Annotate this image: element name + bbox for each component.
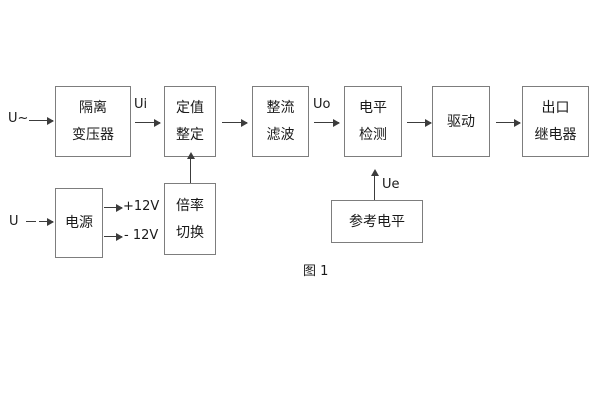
arrow-isolation-transformer-to-setting-value [135,118,161,127]
arrow-rectify-filter-to-level-detect [314,118,340,127]
block-isolation-transformer-line2: 变压器 [72,127,114,143]
arrow-power-supply-negative-rail [104,232,123,241]
block-rectify-filter: 整流 滤波 [252,86,309,157]
block-output-relay-line2: 继电器 [534,127,577,143]
block-output-relay: 出口 继电器 [522,86,589,157]
block-isolation-transformer-line1: 隔离 [79,100,107,116]
block-multiplier-switch-line1: 倍率 [176,197,204,214]
input-ac-label: U~ [8,111,29,126]
block-isolation-transformer: 隔离 变压器 [55,86,131,157]
block-setting-value-line1: 定值 [176,100,204,116]
block-level-detect-line1: 电平 [359,100,387,116]
block-multiplier-switch: 倍率 切换 [164,183,216,255]
arrow-multiplier-switch-to-setting-value [186,152,195,183]
block-drive-line1: 驱动 [447,113,475,130]
dash-segment-input-dc [26,221,36,222]
figure-caption: 图 1 [303,264,329,279]
block-drive: 驱动 [432,86,490,157]
arrow-input-dc-to-power-supply [39,217,54,226]
block-level-detect-line2: 检测 [359,127,387,143]
arrow-power-supply-positive-rail [104,203,123,212]
rail-negative-label: - 12V [124,228,159,243]
arrow-drive-to-output-relay [496,118,521,127]
block-setting-value: 定值 整定 [164,86,216,157]
arrow-input-to-isolation-transformer [29,116,54,125]
block-reference-level-line1: 参考电平 [349,213,405,230]
signal-uo-label: Uo [313,97,331,112]
block-power-supply-line1: 电源 [65,215,93,231]
block-rectify-filter-line2: 滤波 [266,127,295,143]
block-multiplier-switch-line2: 切换 [176,224,204,241]
signal-ue-label: Ue [382,177,400,192]
block-power-supply: 电源 [55,188,103,258]
block-output-relay-line1: 出口 [541,100,570,116]
rail-positive-label: +12V [123,199,160,214]
block-reference-level: 参考电平 [331,200,423,243]
block-setting-value-line2: 整定 [176,127,204,143]
input-dc-label: U [9,214,19,229]
arrow-setting-value-to-rectify-filter [222,118,248,127]
arrow-level-detect-to-drive [407,118,432,127]
block-level-detect: 电平 检测 [344,86,402,157]
block-rectify-filter-line1: 整流 [266,100,295,116]
arrow-reference-level-to-level-detect [370,169,379,200]
signal-ui-label: Ui [134,97,148,112]
